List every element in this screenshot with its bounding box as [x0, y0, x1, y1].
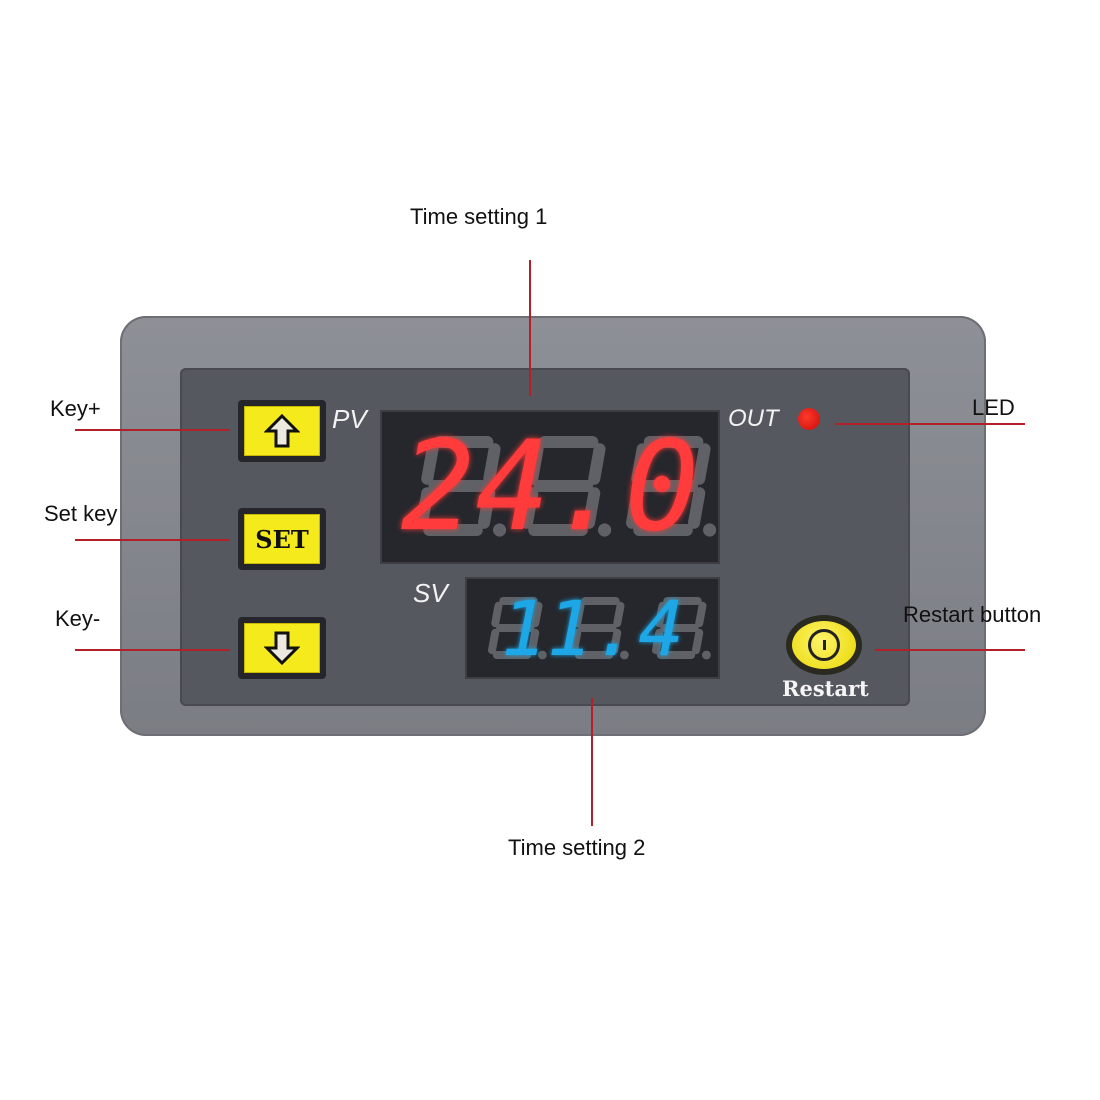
- unlit-decimal-point: [538, 650, 547, 660]
- arrow-up-icon: [244, 406, 320, 456]
- pv-seven-segment: [416, 436, 717, 537]
- out-label: OUT: [728, 405, 779, 432]
- unlit-segment-e: [652, 628, 664, 655]
- unlit-segment-f: [573, 601, 585, 628]
- unlit-decimal-point: [620, 650, 629, 660]
- unlit-segment-c: [528, 628, 540, 655]
- unlit-segment-f: [421, 443, 439, 485]
- restart-label: Restart: [782, 676, 869, 701]
- unlit-segment-f: [491, 601, 503, 628]
- leader-line-time-setting-2: [591, 698, 593, 826]
- out-led-indicator: [798, 408, 820, 430]
- set-key-label: SET: [244, 514, 320, 564]
- label-time-setting-2: Time setting 2: [508, 835, 646, 860]
- unlit-decimal-point: [493, 523, 507, 537]
- unlit-segment-c: [583, 487, 601, 529]
- leader-line-led: [835, 423, 1025, 425]
- restart-button[interactable]: [786, 615, 862, 675]
- label-led: LED: [972, 395, 1015, 420]
- pv-display: 24.0: [380, 410, 720, 564]
- pv-label: PV: [332, 404, 367, 434]
- pv-value: 24.0: [400, 415, 700, 559]
- label-key-plus: Key+: [50, 396, 101, 421]
- unlit-segment-c: [610, 628, 622, 655]
- label-key-minus: Key-: [55, 606, 101, 631]
- unlit-segment-b: [483, 443, 501, 485]
- leader-line-set-key: [75, 539, 230, 541]
- unlit-segment-b: [613, 601, 625, 628]
- unlit-segment-b: [693, 443, 711, 485]
- leader-line-restart-button: [875, 649, 1025, 651]
- unlit-segment-f: [526, 443, 544, 485]
- unlit-segment-e: [570, 628, 582, 655]
- key-minus-button[interactable]: [238, 617, 326, 679]
- label-time-setting-1: Time setting 1: [410, 204, 548, 229]
- sv-display: 11.4: [465, 577, 720, 679]
- key-plus-button[interactable]: [238, 400, 326, 462]
- unlit-segment-e: [521, 487, 539, 529]
- unlit-segment-c: [688, 487, 706, 529]
- unlit-segment-e: [416, 487, 434, 529]
- unlit-decimal-point: [702, 650, 711, 660]
- sv-label: SV: [413, 578, 448, 608]
- label-restart-button: Restart button: [903, 602, 1042, 627]
- unlit-segment-f: [631, 443, 649, 485]
- sv-seven-segment: [488, 597, 711, 660]
- unlit-decimal-point: [598, 523, 612, 537]
- label-set-key: Set key: [44, 501, 118, 526]
- sv-value: 11.4: [500, 583, 685, 673]
- unlit-segment-e: [488, 628, 500, 655]
- power-icon: [808, 629, 840, 661]
- unlit-segment-f: [655, 601, 667, 628]
- unlit-decimal-point: [703, 523, 717, 537]
- unlit-segment-c: [692, 628, 704, 655]
- leader-line-key-plus: [75, 429, 230, 431]
- unlit-segment-b: [695, 601, 707, 628]
- leader-line-key-minus: [75, 649, 230, 651]
- arrow-down-icon: [244, 623, 320, 673]
- set-key-button[interactable]: SET: [238, 508, 326, 570]
- unlit-segment-b: [588, 443, 606, 485]
- unlit-segment-e: [626, 487, 644, 529]
- unlit-segment-c: [478, 487, 496, 529]
- unlit-segment-b: [531, 601, 543, 628]
- leader-line-time-setting-1: [529, 260, 531, 396]
